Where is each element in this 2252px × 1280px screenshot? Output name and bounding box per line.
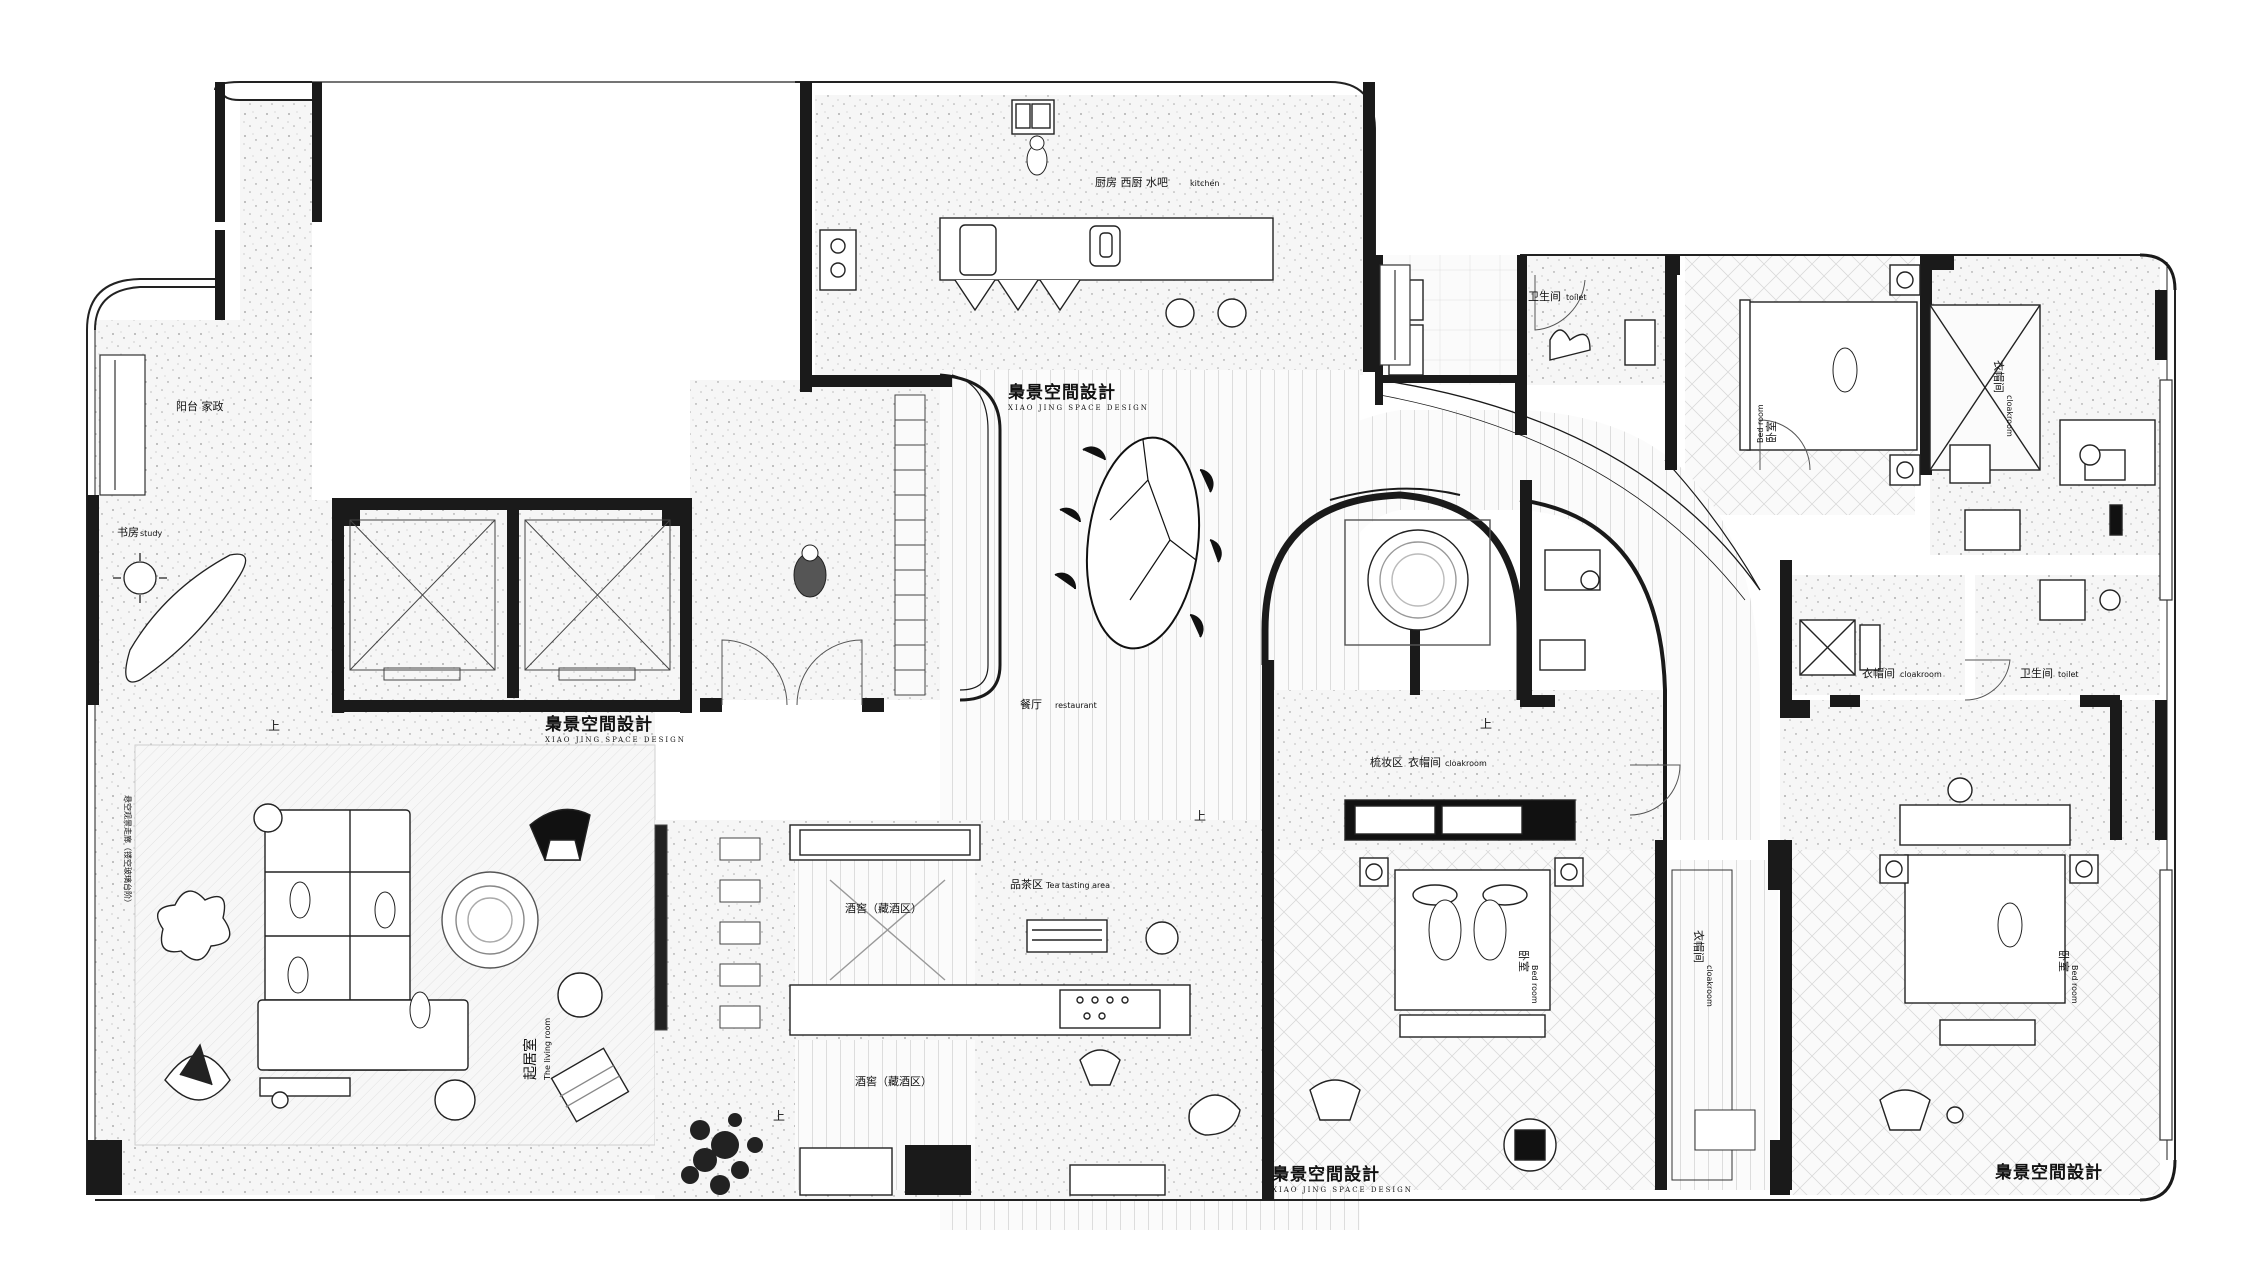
label-living-en: The living room	[543, 1018, 552, 1081]
label-bedroom-bottom-right: 卧室	[2057, 950, 2071, 972]
label-cloakroom-right-en: cloakroom	[1900, 670, 1942, 679]
label-balcony: 阳台 家政	[176, 399, 224, 413]
label-kitchen-en: kitchen	[1190, 179, 1219, 188]
brand-mark-living: 梟景空間設計	[544, 714, 653, 735]
chair-icon	[1165, 298, 1195, 328]
label-wine-upper: 酒窖（藏酒区）	[845, 901, 922, 915]
right-bedrooms	[1739, 264, 2156, 1131]
labels: 厨房 西厨 水吧 kitchen 阳台 家政 书房 study 餐厅 resta…	[117, 176, 2103, 1194]
tea-area	[789, 824, 1241, 1196]
stove-icon	[830, 238, 846, 254]
brand-sub-dining: XIAO JING SPACE DESIGN	[1008, 404, 1149, 412]
label-toilet-top: 卫生间	[1528, 289, 1561, 303]
cloakroom-wardrobe	[1671, 869, 1756, 1181]
brand-mark-dining: 梟景空間設計	[1007, 382, 1116, 403]
person-icon	[287, 135, 2023, 1029]
bed-icon	[1904, 854, 2066, 1004]
label-study: 书房	[117, 526, 139, 539]
kitchen-fixtures	[819, 99, 1424, 376]
study-furniture	[113, 553, 247, 683]
bathtub-icon	[1367, 529, 1469, 631]
label-toilet-top-en: toilet	[1566, 293, 1587, 302]
label-cloakroom-vertical-en: cloakroom	[1705, 965, 1714, 1007]
label-living: 起居室	[522, 1038, 539, 1080]
stair-up-left: 上	[268, 719, 280, 733]
stair-up-dressing: 上	[1480, 717, 1492, 731]
label-study-en: study	[140, 529, 162, 538]
label-bedroom-bottom-right-en: Bed room	[2070, 965, 2079, 1004]
brand-mark-bedroom: 梟景空間設計	[1271, 1164, 1380, 1185]
label-cloakroom-mid-en: cloakroom	[1445, 759, 1487, 768]
door-swing-icon	[721, 275, 2011, 816]
label-tea: 品茶区	[1010, 878, 1043, 891]
label-tea-en: Tea tasting area	[1045, 881, 1110, 890]
center-bedroom	[1309, 799, 1584, 1172]
bath-fixtures	[1344, 319, 2121, 676]
label-bedroom-center: 卧室	[1517, 950, 1531, 972]
label-cloakroom-top-en: cloakroom	[2005, 395, 2014, 437]
stairs	[654, 394, 926, 1031]
brand-sub-bedroom: XIAO JING SPACE DESIGN	[1272, 1186, 1413, 1194]
wall-solids	[87, 82, 2167, 1200]
plant-icon	[681, 1113, 763, 1195]
brand-sub-living: XIAO JING SPACE DESIGN	[545, 736, 686, 744]
label-restaurant-en: restaurant	[1055, 701, 1097, 710]
label-cloakroom-top: 衣帽间	[1992, 360, 2006, 393]
bed-icon	[1746, 301, 1918, 451]
label-dressing: 梳妆区	[1370, 755, 1403, 769]
living-furniture	[156, 803, 630, 1123]
label-bedroom-center-en: Bed room	[1530, 965, 1539, 1004]
label-bedroom-top-right-en: Bed room	[1756, 404, 1765, 443]
label-restaurant: 餐厅	[1020, 697, 1042, 711]
label-bedroom-top-right: 卧室	[1764, 421, 1778, 443]
windows	[99, 264, 2173, 1141]
stair-up-bottom: 上	[773, 1109, 785, 1123]
label-toilet-right: 卫生间	[2020, 666, 2053, 680]
dining-table	[1054, 436, 1222, 650]
label-toilet-right-en: toilet	[2058, 670, 2079, 679]
label-cloakroom-right: 衣帽间	[1862, 666, 1895, 680]
label-wine-lower: 酒窖（藏酒区）	[855, 1074, 932, 1088]
curved-walls	[939, 253, 2177, 1202]
label-living-side: 悬空观景走廊（镂空玻璃台阶）	[123, 795, 133, 907]
stair-up-center: 上	[1194, 809, 1206, 823]
shafts	[349, 519, 671, 681]
brand-mark-right: 梟景空間設計	[1994, 1162, 2103, 1183]
label-cloakroom-mid: 衣帽间	[1408, 755, 1441, 769]
label-cloakroom-vertical: 衣帽间	[1692, 930, 1706, 963]
label-kitchen: 厨房 西厨 水吧	[1095, 176, 1168, 189]
